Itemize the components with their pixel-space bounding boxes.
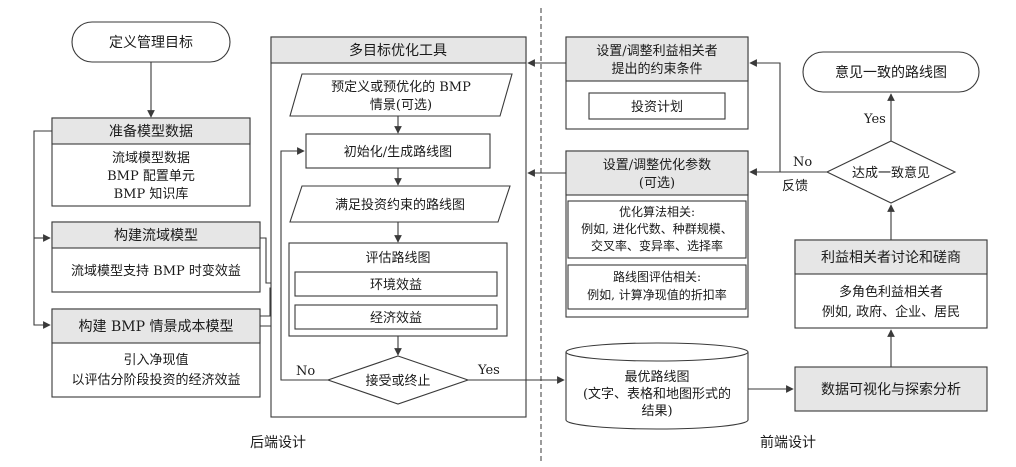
algorithm-params-line: 例如, 进化代数、种群规模、	[581, 221, 733, 236]
reach-consensus-label: 达成一致意见	[852, 165, 930, 181]
predefined-scenario-node: 预定义或预优化的 BMP 情景(可选)	[289, 73, 513, 117]
stakeholder-discussion-line: 多角色利益相关者	[839, 284, 943, 300]
no-label: No	[296, 364, 315, 379]
stakeholder-constraints-line: 提出的约束条件	[611, 61, 702, 77]
stakeholder-discussion-box: 利益相关者讨论和磋商 多角色利益相关者 例如, 政府、企业、居民	[794, 239, 988, 329]
stakeholder-constraints-box: 设置/调整利益相关者 提出的约束条件 投资计划	[565, 36, 749, 130]
prepare-data-box: 准备模型数据 流域模型数据 BMP 配置单元 BMP 知识库	[51, 117, 251, 207]
optimal-roadmap-line: (文字、表格和地图形式的	[583, 386, 731, 402]
prepare-data-line: 流域模型数据	[112, 151, 190, 166]
stakeholder-discussion-title: 利益相关者讨论和磋商	[821, 250, 961, 266]
predefined-scenario-line: 预定义或预优化的 BMP	[331, 79, 471, 95]
goal-node: 定义管理目标	[71, 21, 231, 63]
prepare-data-title: 准备模型数据	[109, 123, 193, 140]
prepare-data-line: BMP 知识库	[114, 186, 189, 202]
bmp-cost-model-title: 构建 BMP 情景成本模型	[79, 319, 234, 335]
evaluate-roadmap-title: 评估路线图	[365, 250, 430, 266]
accept-terminate-label: 接受或终止	[365, 373, 430, 389]
bmp-cost-model-box: 构建 BMP 情景成本模型 引入净现值 以评估分阶段投资的经济效益	[51, 308, 261, 398]
algorithm-params-line: 优化算法相关:	[619, 204, 695, 219]
yes-label: Yes	[477, 363, 500, 378]
optimal-roadmap-store: 最优路线图 (文字、表格和地图形式的 结果)	[565, 342, 749, 430]
consensus-yes-label: Yes	[863, 112, 886, 127]
watershed-model-body: 流域模型支持 BMP 时变效益	[71, 263, 241, 279]
environmental-benefit-label: 环境效益	[370, 278, 422, 293]
visualization-analysis-label: 数据可视化与探索分析	[821, 381, 961, 398]
frontend-design-label: 前端设计	[760, 434, 816, 451]
economic-benefit-label: 经济效益	[370, 311, 422, 326]
stakeholder-constraints-line: 设置/调整利益相关者	[596, 44, 717, 59]
initialize-roadmap-label: 初始化/生成路线图	[344, 144, 452, 160]
watershed-model-box: 构建流域模型 流域模型支持 BMP 时变效益	[51, 221, 261, 293]
initialize-roadmap-node: 初始化/生成路线图	[305, 133, 491, 169]
optimal-roadmap-line: 最优路线图	[624, 369, 689, 385]
consensus-no-label: No	[793, 155, 812, 170]
budget-constrained-roadmap-label: 满足投资约束的路线图	[335, 197, 465, 213]
accept-terminate-decision: 接受或终止	[326, 355, 470, 405]
predefined-scenario-line: 情景(可选)	[370, 98, 432, 113]
budget-constrained-roadmap-node: 满足投资约束的路线图	[289, 185, 511, 223]
feedback-label: 反馈	[782, 179, 808, 194]
backend-design-label: 后端设计	[250, 435, 306, 451]
investment-plan-label: 投资计划	[631, 99, 683, 115]
consensus-roadmap-node: 意见一致的路线图	[802, 51, 980, 93]
optimal-roadmap-line: 结果)	[641, 404, 672, 419]
consensus-roadmap-label: 意见一致的路线图	[835, 64, 947, 81]
bmp-cost-model-line: 引入净现值	[123, 352, 188, 368]
prepare-data-line: BMP 配置单元	[107, 169, 195, 184]
watershed-model-title: 构建流域模型	[114, 228, 198, 244]
stakeholder-discussion-line: 例如, 政府、企业、居民	[822, 304, 960, 320]
roadmap-eval-params-line: 路线图评估相关:	[613, 269, 701, 284]
optimization-params-line: (可选)	[639, 176, 675, 191]
bmp-cost-model-line: 以评估分阶段投资的经济效益	[71, 372, 240, 388]
roadmap-eval-params-line: 例如, 计算净现值的折扣率	[587, 287, 727, 302]
optimization-tool-title: 多目标优化工具	[349, 42, 447, 59]
visualization-analysis-node: 数据可视化与探索分析	[794, 366, 988, 412]
optimization-params-line: 设置/调整优化参数	[603, 157, 711, 173]
reach-consensus-decision: 达成一致意见	[825, 140, 957, 204]
optimization-params-box: 设置/调整优化参数 (可选) 优化算法相关: 例如, 进化代数、种群规模、 交叉…	[565, 150, 749, 318]
goal-label: 定义管理目标	[109, 35, 193, 51]
algorithm-params-line: 交叉率、变异率、选择率	[591, 238, 723, 253]
evaluate-roadmap-box: 评估路线图 环境效益 经济效益	[288, 242, 508, 337]
